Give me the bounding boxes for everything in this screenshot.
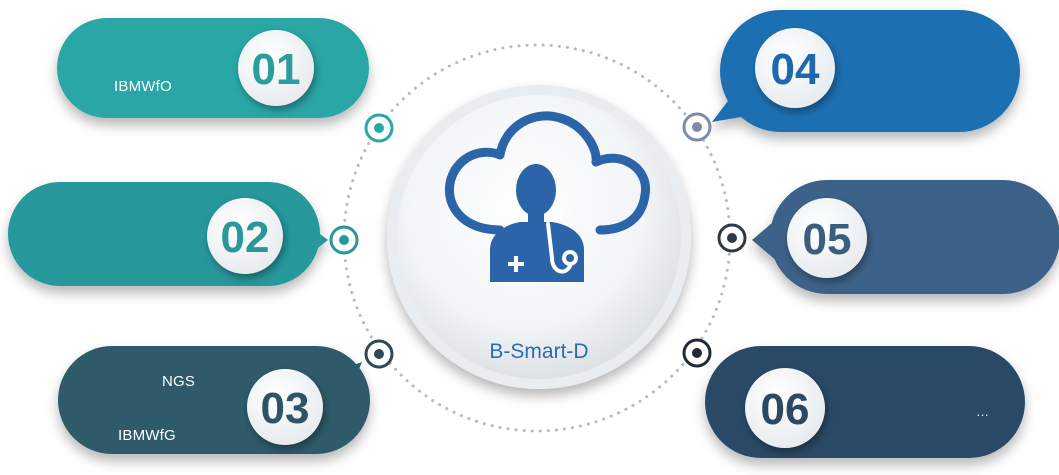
number-02: 02 <box>221 213 270 262</box>
item-03-text-1: NGS <box>162 373 196 390</box>
number-disc-01 <box>238 30 314 106</box>
item-06-text: … <box>976 404 990 419</box>
ring-dot-05 <box>717 223 747 253</box>
item-01-text: IBMWfO <box>114 78 172 95</box>
number-01: 01 <box>252 45 301 94</box>
pill-03 <box>58 346 370 454</box>
pill-01 <box>57 18 369 118</box>
center-label: B-Smart-D <box>489 340 588 363</box>
ring-dot-03 <box>364 339 394 369</box>
number-disc-04 <box>755 28 835 108</box>
ring-dot-06 <box>682 338 712 368</box>
number-03: 03 <box>261 384 310 433</box>
number-disc-03 <box>247 369 323 445</box>
number-disc-06 <box>745 368 825 448</box>
number-05: 05 <box>803 215 852 264</box>
number-disc-02 <box>207 198 283 274</box>
number-disc-05 <box>787 198 867 278</box>
ring-dot-01 <box>364 113 394 143</box>
number-04: 04 <box>771 45 820 94</box>
ring-dot-02 <box>329 225 359 255</box>
doctor-cloud-icon <box>444 111 650 282</box>
number-06: 06 <box>761 385 810 434</box>
ring-dot-04 <box>682 112 712 142</box>
item-03-text-2: IBMWfG <box>118 427 176 444</box>
